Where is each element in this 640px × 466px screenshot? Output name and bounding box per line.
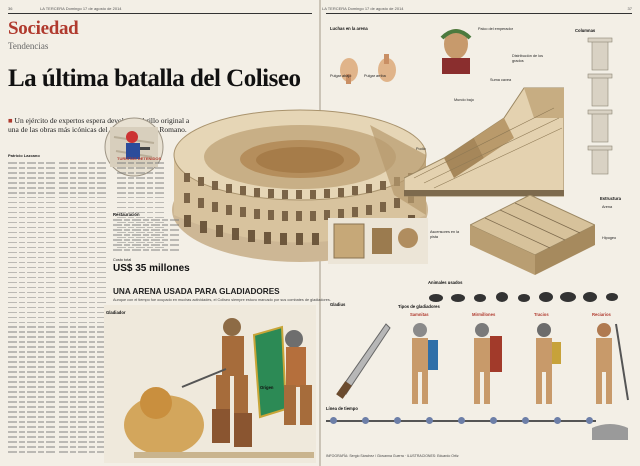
pulgar-arriba-label: Pulgar arriba: [364, 74, 386, 78]
mirmillones-label: Mirmillones: [472, 312, 496, 317]
leopard-icon: [474, 294, 486, 302]
cross-section-illustration: [404, 87, 564, 197]
dek-bullet-icon: ■: [8, 116, 13, 125]
timeline-dot: [362, 417, 369, 424]
columns-illustration: [587, 37, 613, 175]
elephant-icon: [560, 292, 576, 302]
timeline-dot: [586, 417, 593, 424]
timeline-dot: [522, 417, 529, 424]
total-label: Costo total: [113, 258, 132, 262]
emperador-label: Palco del emperador: [478, 27, 514, 31]
lion-icon: [429, 294, 443, 302]
gladius-illustration: [336, 323, 391, 399]
paper-date-left: LA TERCERA Domingo 17 de agosto de 2014: [40, 6, 122, 11]
origen-title: Origen: [260, 385, 274, 390]
byline: Patricio Lazcano: [8, 153, 40, 158]
tiger-icon: [451, 294, 465, 302]
timeline-dot: [458, 417, 465, 424]
animals-row: [429, 292, 618, 302]
colosseum-illustration: [172, 109, 428, 262]
arena-label: Arena: [602, 205, 613, 209]
suma-cavea-label: Suma cavea: [490, 78, 512, 82]
page-headline: La última batalla del Coliseo: [8, 65, 301, 92]
bear-icon: [496, 292, 508, 302]
article-column-1: [8, 162, 56, 456]
boar-icon: [606, 293, 618, 301]
gladiador-title: Gladiador: [106, 310, 126, 315]
animales-title: Animales usados: [428, 280, 463, 285]
dek: ■Un ejército de expertos espera devolver…: [8, 116, 198, 134]
timeline-dot: [490, 417, 497, 424]
bull-icon: [539, 292, 553, 302]
thumb-down-icon: [340, 58, 358, 84]
pulgar-abajo-label: Pulgar abajo: [330, 74, 352, 78]
mirmillon-figure: [474, 323, 502, 404]
reciario-figure: [596, 323, 629, 404]
wolf-icon: [518, 294, 530, 302]
timeline-dot: [554, 417, 561, 424]
arena-title: UNA ARENA USADA PARA GLADIADORES: [113, 287, 280, 296]
timeline-dot: [394, 417, 401, 424]
page-number-left: 36: [8, 6, 13, 11]
linea-title: Línea de tiempo: [326, 406, 358, 411]
arena-subtitle: Aunque con el tiempo fue ocupado en much…: [113, 298, 331, 302]
gladius-title: Gladius: [330, 302, 346, 307]
gladiator-types-illustration: [412, 323, 629, 404]
mundo-bajo-label: Mundo bajo: [454, 98, 474, 102]
timeline: [326, 414, 596, 426]
gladiator-fight-illustration: [104, 305, 316, 463]
lift-illustration: [328, 218, 428, 264]
tracios-label: Tracios: [534, 312, 549, 317]
thumb-up-icon: [378, 54, 396, 82]
header-rule-right: [326, 13, 632, 14]
emperor-portrait: [440, 29, 472, 74]
timeline-dot: [426, 417, 433, 424]
restauracion-title: Restauración: [113, 212, 140, 217]
samnita-figure: [412, 323, 438, 404]
credits-footer: INFOGRAFÍA: Sergio Sánchez / Giovanna Gu…: [326, 454, 459, 458]
luchas-title: Luchas en la arena: [330, 26, 368, 31]
tracio-figure: [536, 323, 561, 404]
thumbs-icons: [340, 54, 396, 84]
columnas-title: Columnas: [575, 28, 596, 33]
timeline-dot: [330, 417, 337, 424]
dek-text: Un ejército de expertos espera devolver …: [8, 116, 190, 134]
paper-date-right: LA TERCERA Domingo 17 de agosto de 2014: [322, 6, 404, 11]
turistas-text: [117, 162, 165, 252]
reciarios-label: Reciarios: [592, 312, 611, 317]
article-column-2: [59, 162, 107, 456]
turistas-kicker: TURISTAS DETENIDOS: [117, 156, 162, 161]
rhino-icon: [583, 292, 597, 302]
samnitas-label: Samnitas: [410, 312, 429, 317]
colosseum-silhouette: [592, 424, 628, 440]
ascensores-label: Ascensores en la pista: [430, 230, 460, 239]
hypogeum-illustration: [470, 195, 595, 275]
tipos-title: Tipos de gladiadores: [398, 304, 440, 309]
page-number-right: 37: [627, 6, 632, 11]
restorer-illustration: [104, 117, 164, 177]
section-subname: Tendencias: [8, 41, 49, 51]
distribucion-label: Distribución de los grados: [512, 54, 544, 63]
restauracion-text: [113, 219, 181, 254]
podio-label: Podio: [416, 147, 426, 151]
header-rule-left: [8, 13, 312, 14]
hipogeo-label: Hipogeo: [602, 236, 617, 240]
total-amount: US$ 35 millones: [113, 263, 190, 274]
estructura-title: Estructura: [600, 196, 621, 201]
section-name: Sociedad: [8, 18, 79, 39]
